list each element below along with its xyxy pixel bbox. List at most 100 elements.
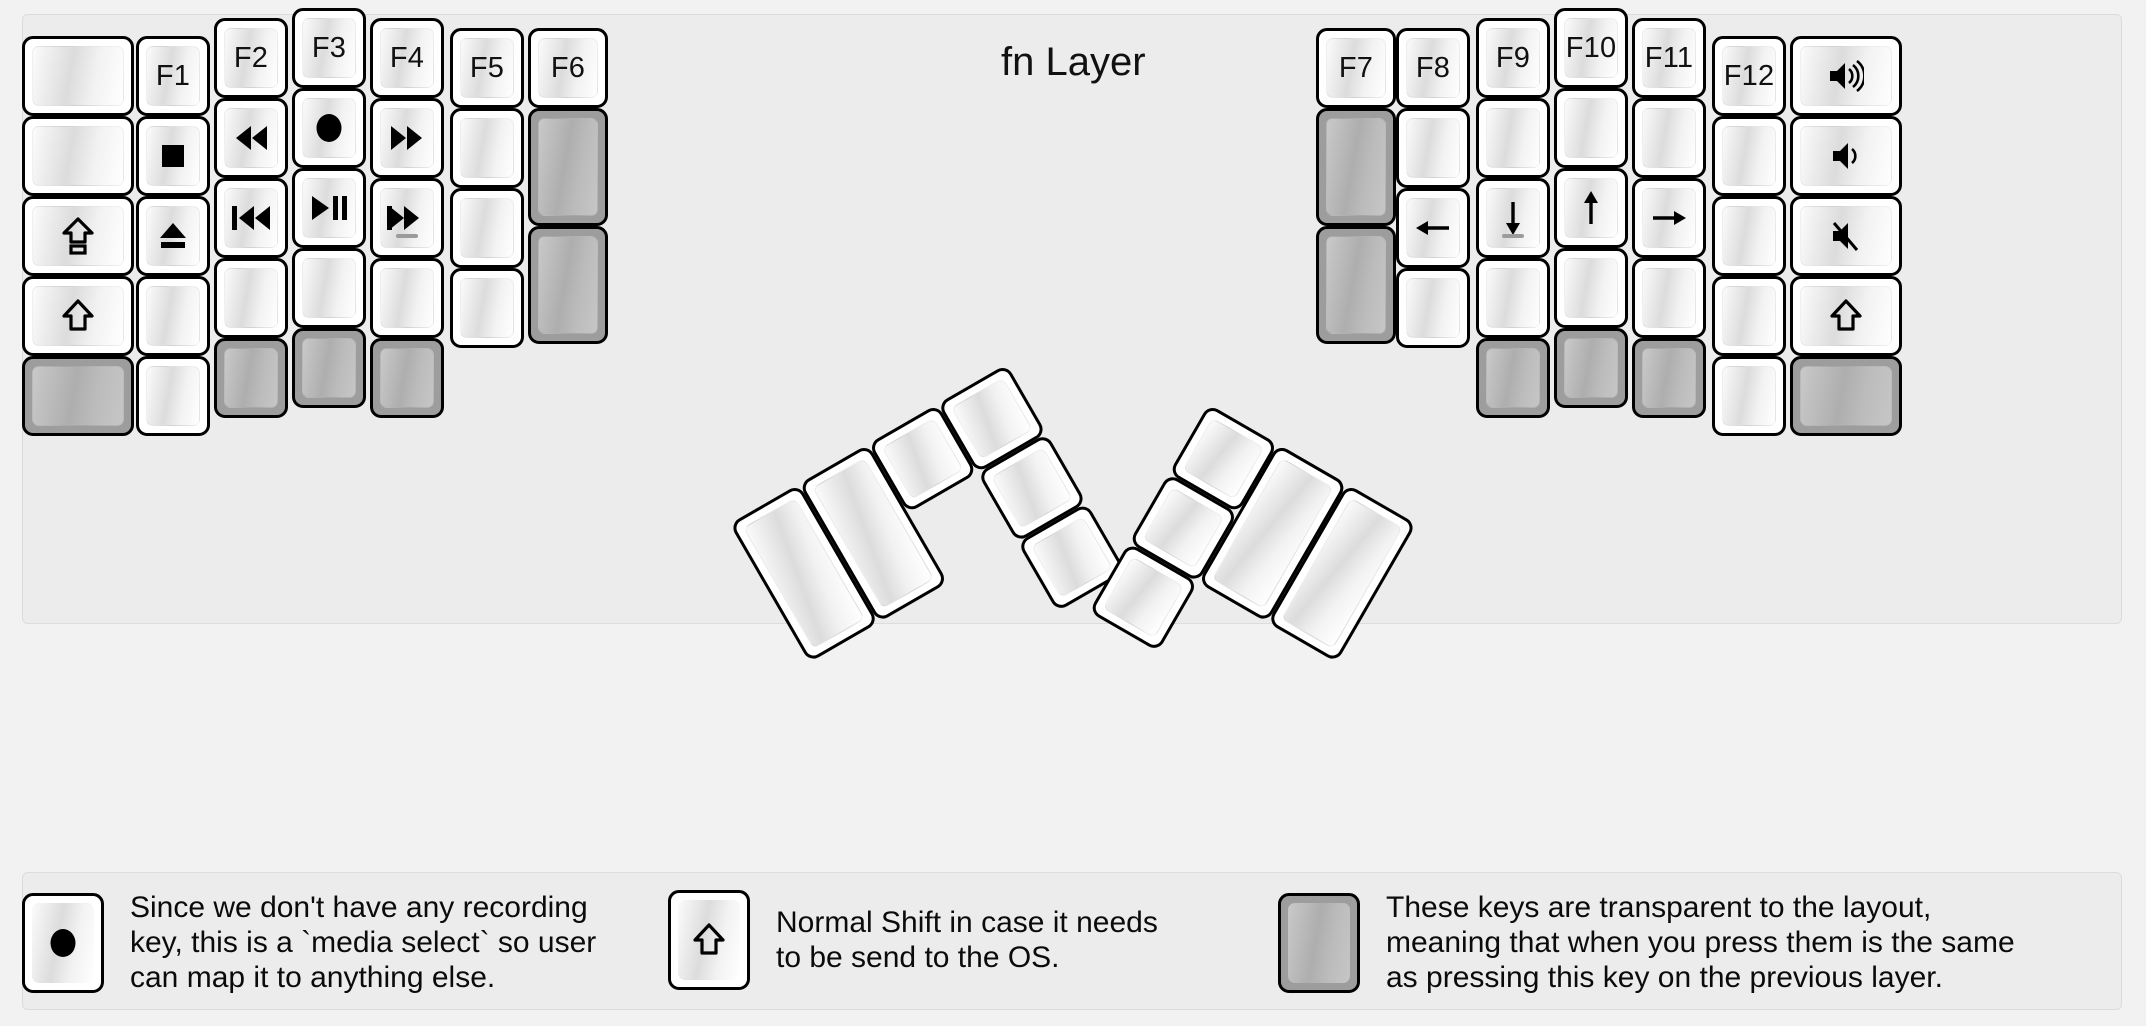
keycap-face: [1722, 206, 1776, 266]
legend-description-1: Normal Shift in case it needs to be send…: [776, 905, 1158, 974]
key-right-pinky-outer-column-1[interactable]: [1790, 116, 1902, 196]
key-right-middle-column-0[interactable]: F10: [1554, 8, 1628, 88]
key-left-inner-column-2[interactable]: [528, 226, 608, 344]
key-left-ring-column-3[interactable]: [214, 258, 288, 338]
key-right-middle-column-3[interactable]: [1554, 248, 1628, 328]
key-left-index-column-1[interactable]: [370, 98, 444, 178]
record-icon: [46, 926, 80, 960]
key-left-inner-column-1[interactable]: [528, 108, 608, 226]
key-right-ring-column-1[interactable]: [1632, 98, 1706, 178]
key-right-index-column-4[interactable]: [1476, 338, 1550, 418]
key-left-middle-column-3[interactable]: [292, 248, 366, 328]
key-left-ring-column-2[interactable]: [214, 178, 288, 258]
legend-panel: [22, 872, 2122, 1010]
next-track-icon: [386, 204, 428, 232]
key-left-pinky-column-0[interactable]: F1: [136, 36, 210, 116]
key-right-pinky-outer-column-0[interactable]: [1790, 36, 1902, 116]
key-left-inner-index-column-0[interactable]: F5: [450, 28, 524, 108]
key-left-pinky-column-4[interactable]: [136, 356, 210, 436]
key-right-inner-column-0[interactable]: F7: [1316, 28, 1396, 108]
key-right-pinky-column-1[interactable]: [1712, 116, 1786, 196]
key-left-ring-column-4[interactable]: [214, 338, 288, 418]
key-right-pinky-column-4[interactable]: [1712, 356, 1786, 436]
keycap-face: [1406, 118, 1460, 178]
key-left-ring-column-0[interactable]: F2: [214, 18, 288, 98]
key-right-pinky-outer-column-2[interactable]: [1790, 196, 1902, 276]
keycap-face: [538, 118, 598, 216]
keycap-face: [1486, 108, 1540, 168]
key-right-middle-column-1[interactable]: [1554, 88, 1628, 168]
key-left-index-column-4[interactable]: [370, 338, 444, 418]
key-right-index-column-0[interactable]: F9: [1476, 18, 1550, 98]
key-right-ring-column-3[interactable]: [1632, 258, 1706, 338]
keycap-face: [1486, 348, 1540, 408]
volume-up-icon: [1828, 60, 1864, 92]
key-right-index-column-3[interactable]: [1476, 258, 1550, 338]
keycap-face: [146, 366, 200, 426]
keycap-face: [302, 178, 356, 238]
key-right-pinky-column-0[interactable]: F12: [1712, 36, 1786, 116]
key-right-pinky-column-3[interactable]: [1712, 276, 1786, 356]
key-right-index-column-1[interactable]: [1476, 98, 1550, 178]
key-right-inner-index-column-2[interactable]: [1396, 188, 1470, 268]
keycap-face: [1642, 28, 1696, 88]
key-right-pinky-outer-column-4[interactable]: [1790, 356, 1902, 436]
homing-bar: [396, 234, 418, 238]
key-left-index-column-2[interactable]: [370, 178, 444, 258]
keycap-face: [1288, 902, 1350, 983]
key-right-ring-column-4[interactable]: [1632, 338, 1706, 418]
keycap-face: [224, 28, 278, 88]
previous-track-icon: [231, 204, 272, 232]
key-right-ring-column-0[interactable]: F11: [1632, 18, 1706, 98]
key-right-inner-column-1[interactable]: [1316, 108, 1396, 226]
legend-item-2: These keys are transparent to the layout…: [1278, 890, 2015, 995]
keycap-face: [32, 286, 124, 346]
key-right-pinky-column-2[interactable]: [1712, 196, 1786, 276]
key-left-ring-column-1[interactable]: [214, 98, 288, 178]
key-left-middle-column-1[interactable]: [292, 88, 366, 168]
key-right-middle-column-2[interactable]: [1554, 168, 1628, 248]
fast-forward-icon: [389, 124, 425, 152]
key-right-pinky-outer-column-3[interactable]: [1790, 276, 1902, 356]
key-left-pinky-outer-column-3[interactable]: [22, 276, 134, 356]
key-left-pinky-outer-column-4[interactable]: [22, 356, 134, 436]
key-left-pinky-column-1[interactable]: [136, 116, 210, 196]
key-left-index-column-3[interactable]: [370, 258, 444, 338]
key-left-pinky-column-3[interactable]: [136, 276, 210, 356]
keycap-face: [302, 18, 356, 78]
shift-icon: [61, 299, 95, 333]
key-right-ring-column-2[interactable]: [1632, 178, 1706, 258]
key-left-pinky-column-2[interactable]: [136, 196, 210, 276]
key-right-inner-index-column-0[interactable]: F8: [1396, 28, 1470, 108]
shift-icon: [692, 923, 726, 957]
legend-item-1: Normal Shift in case it needs to be send…: [668, 890, 1158, 990]
keycap-face: [1486, 268, 1540, 328]
key-right-index-column-2[interactable]: [1476, 178, 1550, 258]
caps-lock-icon: [61, 216, 95, 256]
key-left-middle-column-4[interactable]: [292, 328, 366, 408]
key-right-inner-index-column-3[interactable]: [1396, 268, 1470, 348]
keycap-face: [32, 46, 124, 106]
key-left-inner-index-column-2[interactable]: [450, 188, 524, 268]
keycap-face: [1722, 46, 1776, 106]
key-left-inner-index-column-3[interactable]: [450, 268, 524, 348]
key-left-pinky-outer-column-1[interactable]: [22, 116, 134, 196]
keycap-face: [1642, 108, 1696, 168]
record-icon: [312, 111, 346, 145]
key-left-middle-column-2[interactable]: [292, 168, 366, 248]
key-left-inner-column-0[interactable]: F6: [528, 28, 608, 108]
key-left-pinky-outer-column-2[interactable]: [22, 196, 134, 276]
key-left-index-column-0[interactable]: F4: [370, 18, 444, 98]
key-right-inner-column-2[interactable]: [1316, 226, 1396, 344]
key-left-inner-index-column-1[interactable]: [450, 108, 524, 188]
key-left-pinky-outer-column-0[interactable]: [22, 36, 134, 116]
key-right-middle-column-4[interactable]: [1554, 328, 1628, 408]
eject-icon: [157, 220, 189, 252]
key-left-middle-column-0[interactable]: F3: [292, 8, 366, 88]
keycap-face: [302, 258, 356, 318]
key-right-inner-index-column-1[interactable]: [1396, 108, 1470, 188]
keycap-face: [1642, 348, 1696, 408]
keycap-face: [1800, 126, 1892, 186]
legend-item-0: Since we don't have any recording key, t…: [22, 890, 596, 995]
legend-sample-key-1: [668, 890, 750, 990]
